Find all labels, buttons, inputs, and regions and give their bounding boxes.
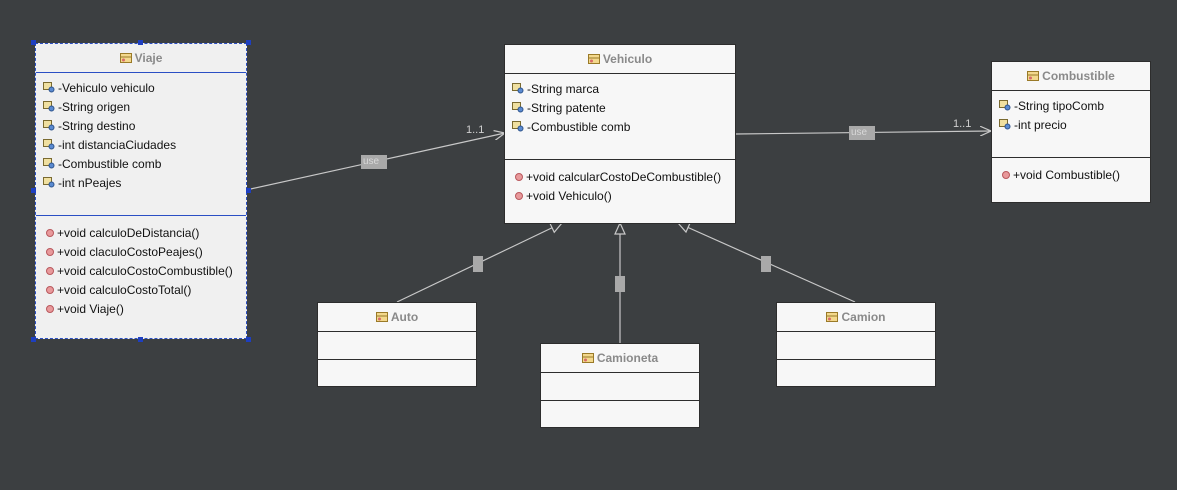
generalization-auto-handle[interactable] [473, 256, 483, 272]
field-icon [43, 82, 55, 93]
class-auto[interactable]: Auto [317, 302, 477, 387]
method-icon [515, 172, 523, 181]
class-icon [119, 53, 132, 63]
class-combustible-header: Combustible [992, 62, 1150, 91]
class-camion[interactable]: Camion [776, 302, 936, 387]
class-icon [375, 312, 388, 322]
method-icon [46, 247, 54, 256]
field-icon [43, 120, 55, 131]
resize-handle-s[interactable] [138, 337, 143, 342]
resize-handle-w[interactable] [31, 188, 36, 193]
generalization-camioneta-handle[interactable] [615, 276, 625, 292]
class-icon [581, 353, 594, 363]
attribute-row[interactable]: -int nPeajes [36, 173, 246, 192]
class-auto-name: Auto [390, 310, 419, 324]
label-vehiculo-combustible[interactable]: use [849, 126, 875, 140]
class-camion-attributes [777, 332, 935, 360]
class-combustible-methods: +void Combustible() [992, 158, 1150, 184]
attribute-row[interactable]: -int distanciaCiudades [36, 135, 246, 154]
class-camion-name: Camion [841, 310, 886, 324]
field-icon [43, 139, 55, 150]
generalization-camion-handle[interactable] [761, 256, 771, 272]
method-row[interactable]: +void Viaje() [36, 299, 246, 318]
label-viaje-vehiculo[interactable]: use [361, 155, 387, 169]
attribute-row[interactable]: -String patente [505, 98, 735, 117]
class-combustible-name: Combustible [1042, 69, 1115, 83]
multiplicity-viaje-vehiculo: 1..1 [466, 124, 485, 136]
resize-handle-ne[interactable] [246, 40, 251, 45]
field-icon [999, 100, 1011, 111]
class-vehiculo-name: Vehiculo [602, 52, 653, 66]
method-icon [1002, 170, 1010, 179]
field-icon [512, 121, 524, 132]
class-auto-header: Auto [318, 303, 476, 332]
field-icon [43, 101, 55, 112]
field-icon [43, 177, 55, 188]
resize-handle-n[interactable] [138, 40, 143, 45]
field-icon [512, 102, 524, 113]
method-row[interactable]: +void calculoCostoTotal() [36, 280, 246, 299]
class-viaje-attributes: -Vehiculo vehiculo -String origen -Strin… [36, 73, 246, 216]
attribute-row[interactable]: -String marca [505, 79, 735, 98]
class-viaje-methods: +void calculoDeDistancia() +void claculo… [36, 216, 246, 318]
class-camion-header: Camion [777, 303, 935, 332]
method-row[interactable]: +void Combustible() [992, 165, 1150, 184]
resize-handle-sw[interactable] [31, 337, 36, 342]
class-combustible[interactable]: Combustible -String tipoComb -int precio… [991, 61, 1151, 203]
method-icon [46, 304, 54, 313]
multiplicity-vehiculo-combustible: 1..1 [953, 118, 972, 130]
class-icon [1027, 71, 1040, 81]
attribute-row[interactable]: -String tipoComb [992, 96, 1150, 115]
method-icon [46, 228, 54, 237]
class-camioneta-attributes [541, 373, 699, 401]
attribute-row[interactable]: -Combustible comb [36, 154, 246, 173]
method-row[interactable]: +void calculoDeDistancia() [36, 223, 246, 242]
class-camioneta-name: Camioneta [596, 351, 659, 365]
method-row[interactable]: +void Vehiculo() [505, 186, 735, 205]
method-row[interactable]: +void calcularCostoDeCombustible() [505, 167, 735, 186]
field-icon [43, 158, 55, 169]
resize-handle-nw[interactable] [31, 40, 36, 45]
class-vehiculo-attributes: -String marca -String patente -Combustib… [505, 74, 735, 160]
method-icon [515, 191, 523, 200]
method-row[interactable]: +void claculoCostoPeajes() [36, 242, 246, 261]
resize-handle-e[interactable] [246, 188, 251, 193]
class-icon [587, 54, 600, 64]
class-camioneta-header: Camioneta [541, 344, 699, 373]
attribute-row[interactable]: -Vehiculo vehiculo [36, 78, 246, 97]
attribute-row[interactable]: -String destino [36, 116, 246, 135]
field-icon [512, 83, 524, 94]
attribute-row[interactable]: -String origen [36, 97, 246, 116]
class-vehiculo-methods: +void calcularCostoDeCombustible() +void… [505, 160, 735, 205]
attribute-row[interactable]: -Combustible comb [505, 117, 735, 136]
class-viaje[interactable]: Viaje -Vehiculo vehiculo -String origen … [35, 43, 247, 339]
resize-handle-se[interactable] [246, 337, 251, 342]
class-combustible-attributes: -String tipoComb -int precio [992, 91, 1150, 158]
method-icon [46, 285, 54, 294]
method-row[interactable]: +void calculoCostoCombustible() [36, 261, 246, 280]
class-auto-attributes [318, 332, 476, 360]
field-icon [999, 119, 1011, 130]
class-vehiculo-header: Vehiculo [505, 45, 735, 74]
method-icon [46, 266, 54, 275]
attribute-row[interactable]: -int precio [992, 115, 1150, 134]
class-viaje-header: Viaje [36, 44, 246, 73]
class-camioneta[interactable]: Camioneta [540, 343, 700, 428]
class-vehiculo[interactable]: Vehiculo -String marca -String patente -… [504, 44, 736, 224]
class-viaje-name: Viaje [134, 51, 163, 65]
class-icon [826, 312, 839, 322]
